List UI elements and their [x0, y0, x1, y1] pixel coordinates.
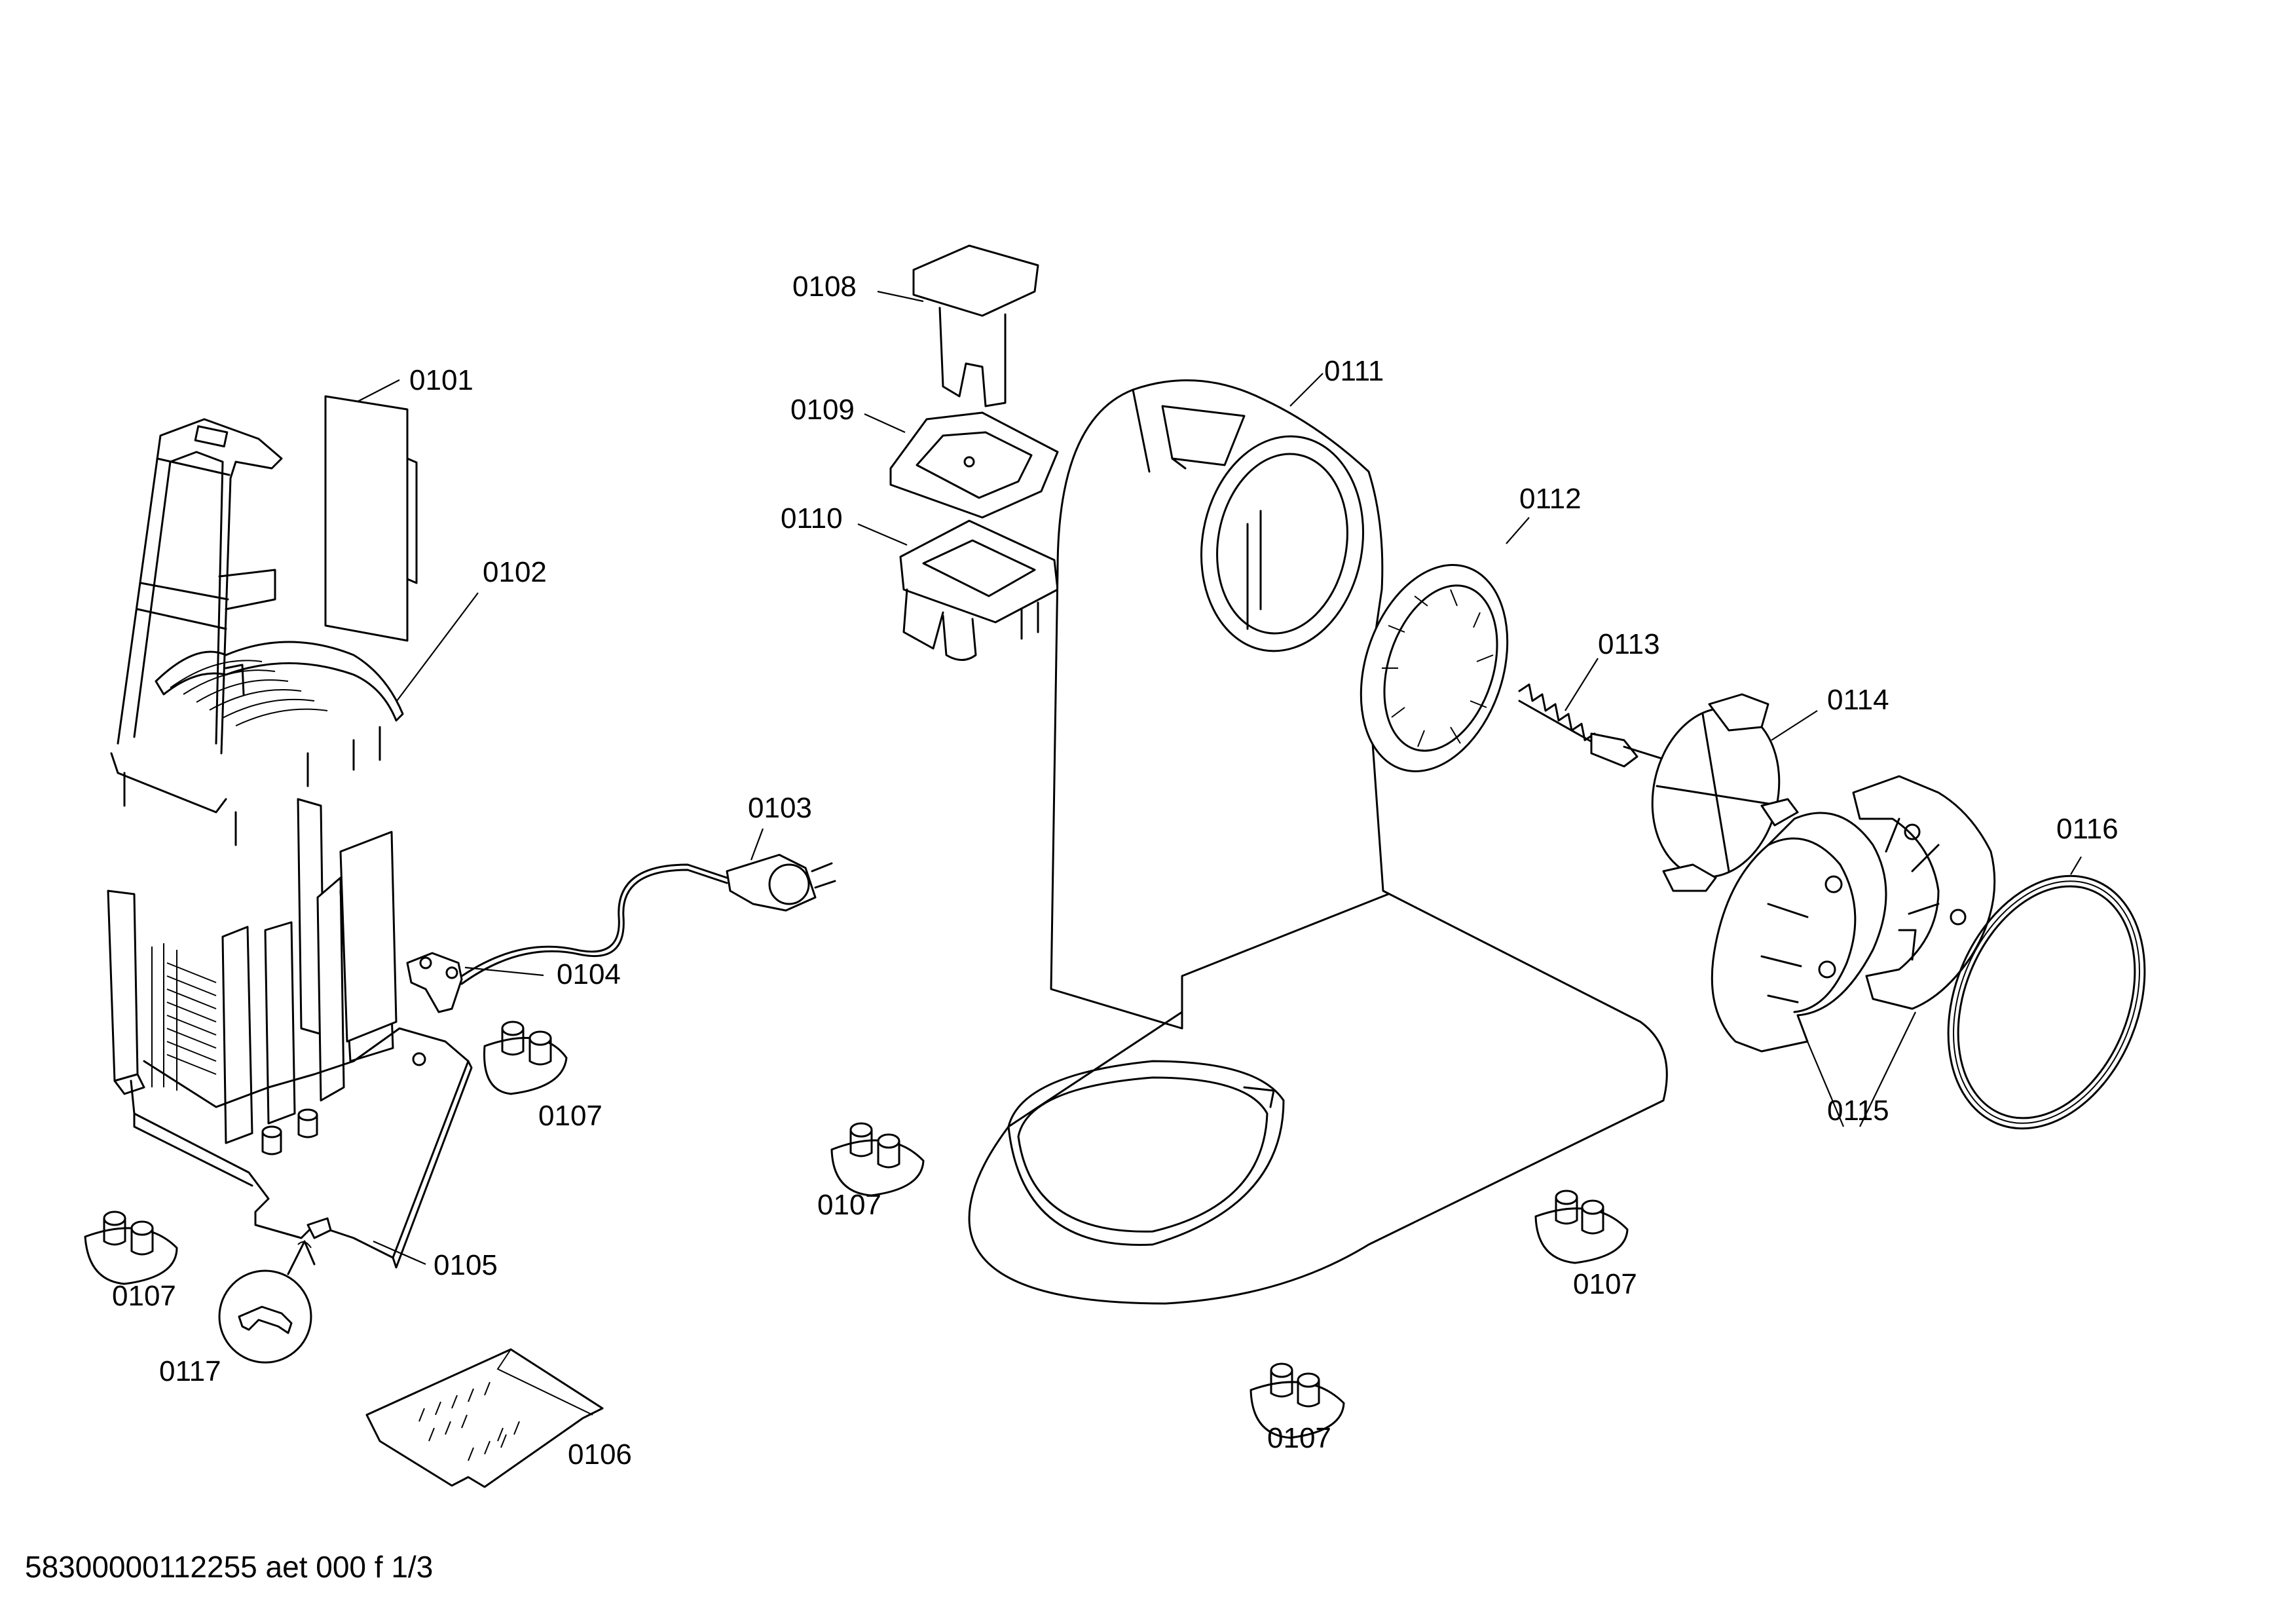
part-0107-foot-e	[1250, 1362, 1345, 1439]
label-0107-d: 0107	[1573, 1268, 1637, 1300]
label-0112: 0112	[1519, 483, 1582, 515]
label-0110: 0110	[781, 502, 843, 535]
part-0109-switch-housing	[889, 411, 1059, 519]
label-0113: 0113	[1598, 628, 1660, 660]
part-0107-foot-b	[84, 1210, 178, 1285]
drawing-number: 58300000112255 aet 000 f 1/3	[25, 1550, 433, 1584]
label-0104: 0104	[557, 958, 621, 990]
label-0107-a: 0107	[538, 1100, 602, 1132]
part-0112-drive-ring	[1360, 564, 1509, 772]
part-0113-spring	[1518, 683, 1596, 745]
label-0105: 0105	[434, 1249, 498, 1281]
part-0107-foot-a	[483, 1021, 568, 1095]
label-0114: 0114	[1827, 684, 1889, 716]
part-0103-power-cord	[456, 854, 836, 985]
label-0109: 0109	[790, 394, 855, 426]
label-0107-e: 0107	[1267, 1422, 1331, 1454]
part-0108-switch-knob	[912, 244, 1039, 407]
label-0111: 0111	[1324, 355, 1384, 387]
label-0103: 0103	[748, 792, 812, 824]
label-0115: 0115	[1827, 1095, 1889, 1127]
part-0114-drive-shaft	[1590, 693, 1799, 892]
part-0101-plate	[324, 395, 418, 642]
part-0116-outer-ring	[1947, 874, 2146, 1130]
label-0108: 0108	[792, 271, 857, 303]
part-0111-main-housing	[968, 379, 1668, 1305]
leader-lines	[357, 290, 2082, 1266]
label-0102: 0102	[483, 556, 547, 588]
label-0107-b: 0107	[112, 1280, 176, 1312]
label-0107-c: 0107	[817, 1189, 881, 1221]
part-0106-screw-bag	[365, 1348, 604, 1488]
part-0107-foot-c	[830, 1122, 925, 1197]
label-0106: 0106	[568, 1438, 632, 1471]
part-0110-switch-base	[899, 519, 1059, 661]
label-0101: 0101	[409, 364, 473, 396]
part-0102-upper-frame	[110, 418, 404, 846]
part-0107-foot-d	[1534, 1190, 1629, 1264]
part-0117-clip-detail	[218, 1240, 316, 1364]
part-0105-lower-base	[107, 798, 473, 1269]
part-0104-cord-clamp	[406, 952, 463, 1013]
label-0116: 0116	[2056, 813, 2119, 845]
part-0115-gear-housing	[1711, 775, 1996, 1053]
label-0117: 0117	[159, 1355, 221, 1387]
